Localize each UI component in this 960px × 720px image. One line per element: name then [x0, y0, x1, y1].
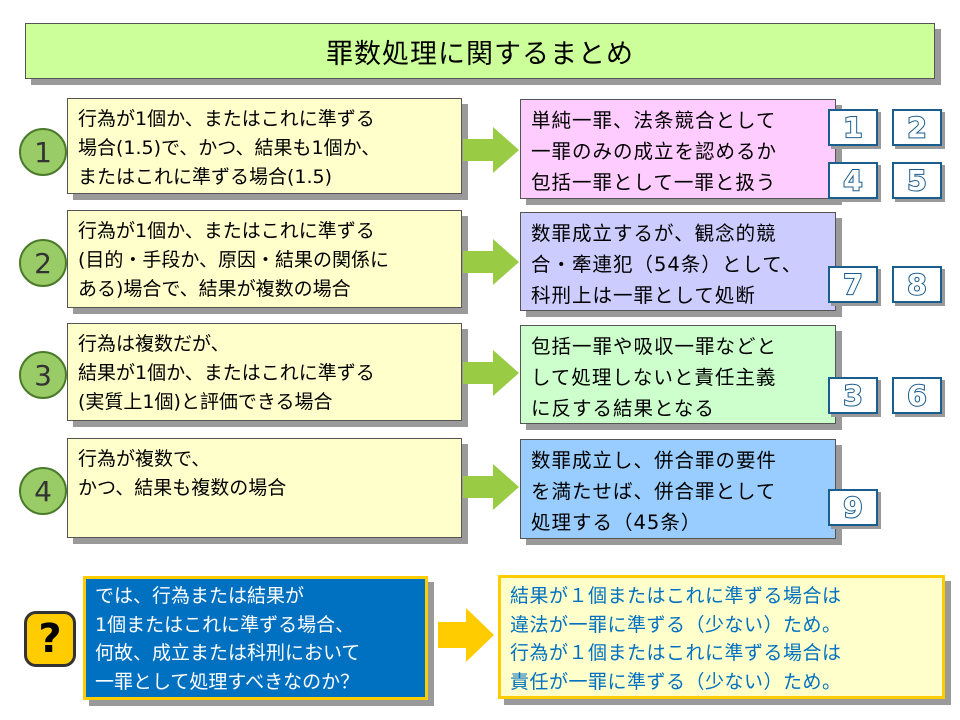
question-icon: ?	[24, 611, 76, 667]
case-number-circle-1: 1	[19, 128, 67, 176]
page-title: 罪数処理に関するまとめ	[25, 23, 935, 79]
arrow-icon-4	[463, 464, 519, 510]
case-box-1: 行為が1個か、またはこれに準ずる 場合(1.5)で、かつ、結果も1個か、 または…	[67, 98, 462, 194]
arrow-icon-3	[463, 350, 519, 396]
badge-4: 4	[828, 162, 878, 199]
badge-5: 5	[892, 162, 942, 199]
case-number-circle-2: 2	[19, 239, 67, 287]
badge-9: 9	[828, 489, 878, 526]
case-number-circle-3: 3	[19, 351, 67, 399]
arrow-icon-2	[463, 239, 519, 285]
case-box-4: 行為が複数で、 かつ、結果も複数の場合	[67, 438, 462, 538]
badge-6: 6	[892, 377, 942, 414]
question-box: では、行為または結果が 1個またはこれに準ずる場合、 何故、成立または科刑におい…	[83, 576, 428, 700]
result-box-1: 単純一罪、法条競合として 一罪のみの成立を認めるか 包括一罪として一罪と扱う	[520, 99, 836, 199]
result-box-2: 数罪成立するが、観念的競 合・牽連犯（54条）として、 科刑上は一罪として処断	[520, 212, 836, 311]
result-box-4: 数罪成立し、併合罪の要件 を満たせば、併合罪として 処理する（45条）	[520, 439, 836, 539]
badge-8: 8	[892, 266, 942, 303]
arrow-icon-1	[463, 127, 519, 173]
case-number-circle-4: 4	[19, 467, 67, 515]
badge-3: 3	[828, 377, 878, 414]
badge-2: 2	[892, 109, 942, 146]
case-box-2: 行為が1個か、またはこれに準ずる (目的・手段か、原因・結果の関係に ある)場合…	[67, 210, 462, 308]
arrow-right-icon	[438, 608, 494, 662]
badge-7: 7	[828, 266, 878, 303]
case-box-3: 行為は複数だが、 結果が1個か、またはこれに準ずる (実質上1個)と評価できる場…	[67, 323, 462, 421]
badge-1: 1	[828, 109, 878, 146]
answer-box: 結果が１個またはこれに準ずる場合は 違法が一罪に準ずる（少ない）ため。 行為が１…	[498, 575, 945, 699]
result-box-3: 包括一罪や吸収一罪などと して処理しないと責任主義 に反する結果となる	[520, 325, 836, 424]
